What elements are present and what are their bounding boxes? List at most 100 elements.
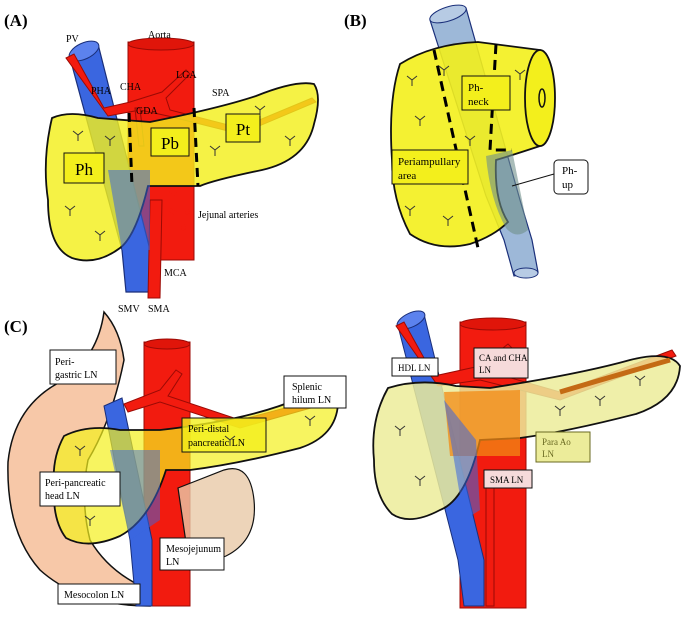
panel-d: HDL LN CA and CHA LN Para Ao LN SMA LN: [372, 310, 681, 609]
lobule-mark: [464, 135, 476, 146]
paraao-1: Para Ao: [542, 437, 571, 447]
lobule-mark: [394, 425, 406, 436]
paraao-box: [535, 431, 591, 463]
ph-up-leader: [511, 173, 555, 187]
vein-d-under: [444, 400, 480, 520]
lobule-mark: [438, 65, 450, 76]
peridistal-1: Peri-distal: [188, 424, 229, 435]
lobule-mark: [414, 115, 426, 126]
cacha-1: CA and CHA: [479, 353, 528, 363]
peridistal-box: [181, 417, 267, 453]
lobule-mark: [254, 105, 266, 116]
ph-label: Ph: [75, 160, 93, 179]
label-jejunal: Jejunal arteries: [198, 210, 258, 221]
vein-bottom: [513, 267, 539, 279]
label-spa: SPA: [212, 88, 230, 99]
jejunal-arteries: [168, 188, 190, 231]
paraao-2: LN: [542, 449, 554, 459]
perihead-2: head LN: [45, 491, 80, 502]
label-smv: SMV: [118, 304, 140, 315]
vein-top: [429, 4, 467, 24]
ph-up-1: Ph-: [562, 165, 578, 177]
pb-box: [150, 127, 190, 157]
lobule-mark: [304, 415, 316, 426]
lobule-texture: [64, 65, 646, 526]
label-sma: SMA: [148, 304, 170, 315]
panel-c: (C) Peri- gastric LN Peri-distal pancrea…: [4, 310, 347, 607]
hdl-ln: HDL LN: [398, 363, 431, 373]
peridistal-2: pancreatic LN: [188, 438, 245, 449]
periamp-1: Periampullary: [398, 156, 461, 168]
mesocolon-box: [57, 583, 141, 605]
label-pv: PV: [66, 34, 80, 45]
periamp-2: area: [398, 170, 416, 182]
ph-up-box: [553, 159, 589, 195]
sma: [147, 199, 163, 299]
ph-neck-2: neck: [468, 96, 489, 108]
panel-a: (A) Ph Pb Pt PV Aorta PHA CHA LGA: [4, 11, 319, 315]
dash-b-1: [432, 49, 480, 249]
lobule-mark: [442, 215, 454, 226]
splenic-1: Splenic: [292, 382, 323, 393]
vein-c-under: [110, 450, 160, 540]
lobule-mark: [72, 130, 84, 141]
aorta-top: [127, 37, 195, 51]
panel-a-letter: (A): [4, 11, 28, 30]
division-line-2: [192, 107, 200, 187]
mesojej-1: Mesojejunum: [166, 544, 221, 555]
lobule-mark: [634, 375, 646, 386]
lobule-mark: [104, 135, 116, 146]
splenic-2: hilum LN: [292, 395, 331, 406]
label-lga: LGA: [176, 70, 197, 81]
perigastric-box: [49, 349, 117, 385]
mesojejunum-box: [159, 537, 225, 571]
pancreatic-duct: [538, 88, 546, 108]
ph-up-2: up: [562, 179, 574, 191]
label-pha: PHA: [91, 86, 112, 97]
lobule-mark: [284, 135, 296, 146]
smv-under: [108, 170, 150, 250]
aorta-c-top: [143, 338, 191, 350]
aorta-d-top: [459, 317, 527, 331]
division-line-1: [127, 112, 134, 187]
label-gda: GDA: [136, 106, 158, 117]
lobule-mark: [554, 405, 566, 416]
sma-d: [485, 469, 495, 607]
perigastric-2: gastric LN: [55, 370, 98, 381]
lobule-mark: [84, 515, 96, 526]
cacha-box: [473, 347, 529, 379]
splenic-box: [283, 375, 347, 409]
ph-neck-box: [461, 75, 511, 111]
lobule-mark: [94, 230, 106, 241]
panel-c-letter: (C): [4, 317, 28, 336]
hdl-box: [391, 357, 439, 377]
pt-box: [225, 113, 261, 143]
ph-box: [63, 152, 105, 184]
periampullary-box: [391, 149, 469, 185]
lobule-mark: [594, 395, 606, 406]
lobule-mark: [209, 145, 221, 156]
sma-ln: SMA LN: [490, 475, 524, 485]
mesojej-2: LN: [166, 557, 179, 568]
label-cha: CHA: [120, 82, 142, 93]
label-mca: MCA: [164, 268, 188, 279]
lobule-mark: [406, 75, 418, 86]
mesocolon: Mesocolon LN: [64, 590, 124, 601]
cacha-2: LN: [479, 365, 491, 375]
panel-b: (B) Ph- neck Periampullary area Ph- up: [344, 4, 589, 279]
lobule-mark: [74, 445, 86, 456]
lobule-mark: [414, 475, 426, 486]
lobule-mark: [224, 435, 236, 446]
pt-label: Pt: [236, 120, 250, 139]
pb-label: Pb: [161, 134, 179, 153]
splenic-route: [559, 357, 671, 395]
lobule-mark: [514, 69, 526, 80]
perihead-box: [39, 471, 121, 507]
ph-neck-1: Ph-: [468, 82, 484, 94]
perigastric-1: Peri-: [55, 357, 74, 368]
label-aorta: Aorta: [148, 30, 171, 41]
lobule-mark: [404, 205, 416, 216]
panel-b-letter: (B): [344, 11, 367, 30]
